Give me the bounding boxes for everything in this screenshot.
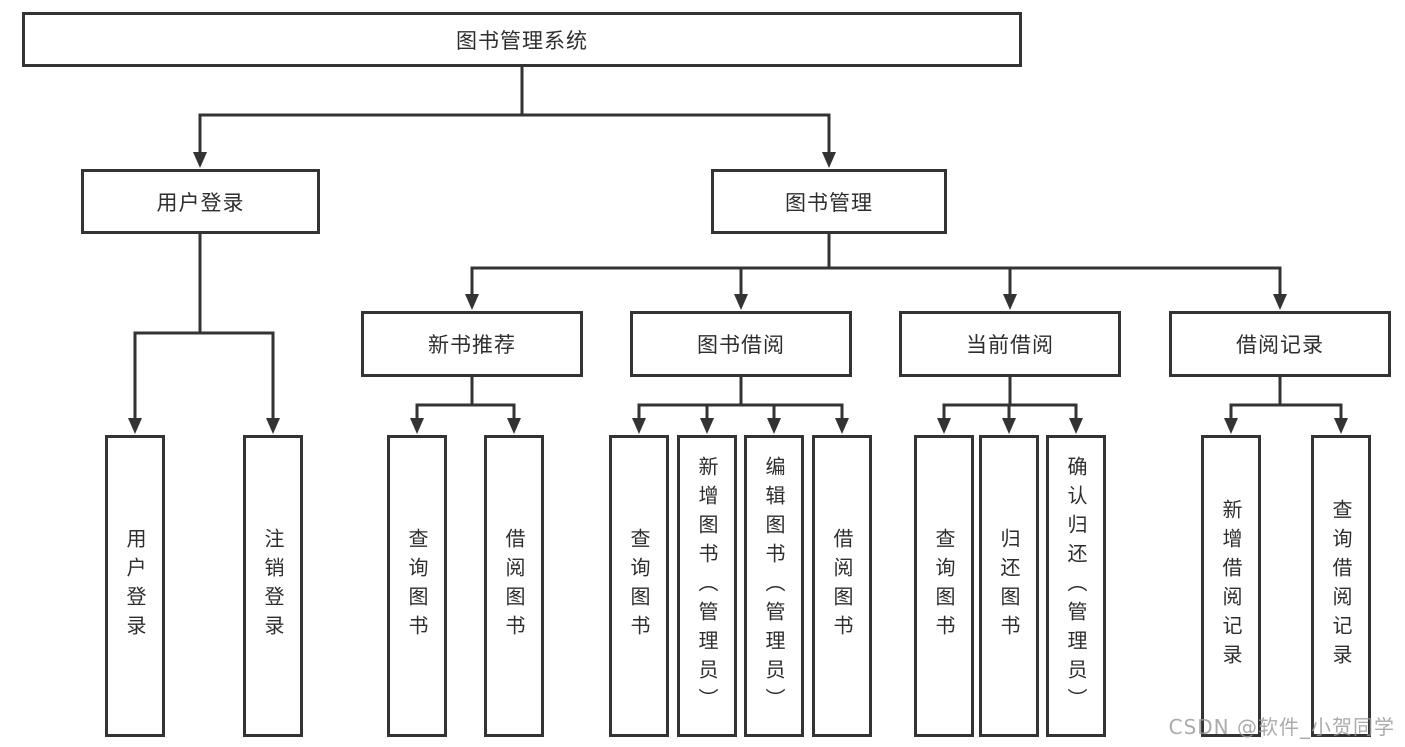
leaf-borrow-books-recommend: 借阅图书 [484,435,544,737]
leaf-add-borrow-record: 新增借阅记录 [1201,435,1261,737]
leaf-label: 查询图书 [627,528,651,644]
leaf-borrow-books: 借阅图书 [812,435,872,737]
arrowhead-icon [1069,418,1083,434]
leaf-query-books-current: 查询图书 [914,435,974,737]
arrowhead-icon [266,418,280,434]
leaf-label: 新增图书（管理员） [695,455,719,717]
node-root-label: 图书管理系统 [456,28,588,53]
leaf-label: 编辑图书（管理员） [762,455,786,717]
node-user-login-label: 用户登录 [156,190,245,215]
arrowhead-icon [632,418,646,434]
arrowhead-icon [465,294,479,310]
leaf-query-books-borrow: 查询图书 [609,435,669,737]
node-borrow-records: 借阅记录 [1169,311,1391,377]
node-new-book-recommend-label: 新书推荐 [428,333,516,357]
arrowhead-icon [1003,294,1017,310]
node-new-book-recommend: 新书推荐 [361,311,583,377]
leaf-user-login: 用户登录 [105,435,165,737]
node-book-management: 图书管理 [711,169,947,234]
arrowhead-icon [937,418,951,434]
connector-borrow-records-to-leaves [1224,375,1348,434]
leaf-label: 注销登录 [261,528,285,644]
arrowhead-icon [1273,294,1287,310]
node-book-management-label: 图书管理 [785,190,873,215]
leaf-label: 借阅图书 [830,528,854,644]
leaf-label: 用户登录 [123,528,147,644]
leaf-query-books-recommend: 查询图书 [387,435,447,737]
arrowhead-icon [1224,418,1238,434]
leaf-label: 查询图书 [932,528,956,644]
arrowhead-icon [734,294,748,310]
arrowhead-icon [767,418,781,434]
connector-book-borrow-to-leaves [632,375,849,434]
leaf-edit-books-admin: 编辑图书（管理员） [744,435,804,737]
arrowhead-icon [507,418,521,434]
connector-current-borrow-to-leaves [937,375,1083,434]
connector-new-book-recommend-to-leaves [410,375,521,434]
leaf-label: 确认归还（管理员） [1064,455,1088,717]
leaf-return-books: 归还图书 [979,435,1039,737]
arrowhead-icon [835,418,849,434]
arrowhead-icon [1002,418,1016,434]
arrowhead-icon [1334,418,1348,434]
node-current-borrow: 当前借阅 [899,311,1121,377]
connector-book-management-to-level3 [465,232,1287,310]
arrowhead-icon [410,418,424,434]
leaf-label: 查询图书 [405,528,429,644]
arrowhead-icon [822,152,836,168]
connector-root-to-level2 [193,65,836,168]
arrowhead-icon [128,418,142,434]
node-root: 图书管理系统 [22,12,1022,67]
node-borrow-records-label: 借阅记录 [1236,333,1324,357]
node-book-borrow: 图书借阅 [630,311,852,377]
leaf-label: 借阅图书 [502,528,526,644]
connector-user-login-to-leaves [128,232,280,434]
leaf-label: 新增借阅记录 [1219,499,1243,673]
arrowhead-icon [700,418,714,434]
arrowhead-icon [193,152,207,168]
node-user-login: 用户登录 [81,169,320,234]
leaf-label: 归还图书 [997,528,1021,644]
leaf-label: 查询借阅记录 [1329,499,1353,673]
node-book-borrow-label: 图书借阅 [697,333,785,357]
leaf-query-borrow-record: 查询借阅记录 [1311,435,1371,737]
csdn-watermark: CSDN @软件_小贺同学 [1168,715,1395,739]
node-current-borrow-label: 当前借阅 [966,333,1054,357]
leaf-confirm-return-admin: 确认归还（管理员） [1046,435,1106,737]
leaf-add-books-admin: 新增图书（管理员） [677,435,737,737]
leaf-logout: 注销登录 [243,435,303,737]
